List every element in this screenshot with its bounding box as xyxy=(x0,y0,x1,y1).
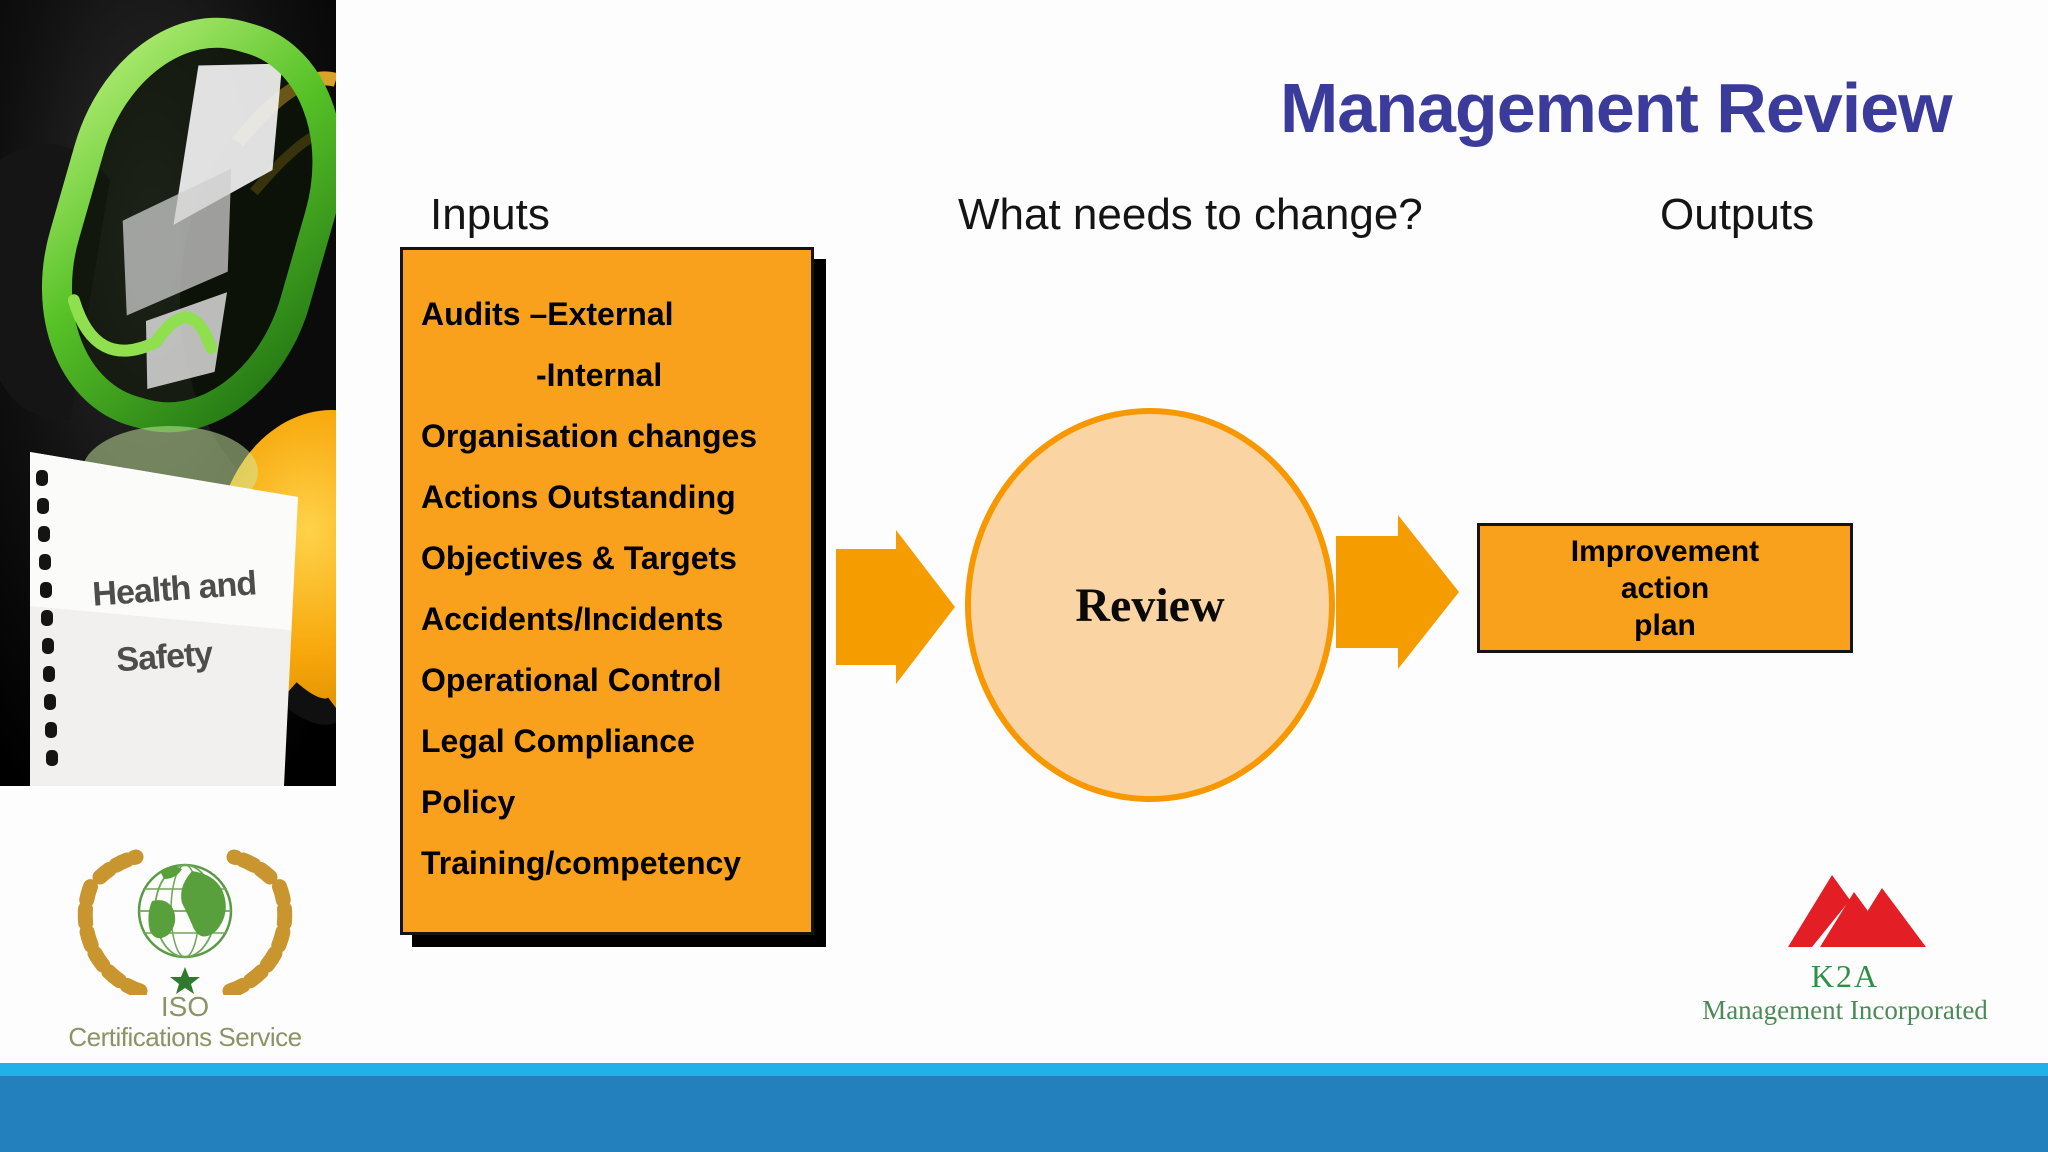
k2a-logo-subtext: Management Incorporated xyxy=(1702,995,1988,1025)
iso-logo-text: ISO xyxy=(160,991,210,1022)
safety-goggles-photo-art: Health and Safety xyxy=(0,0,480,786)
inputs-list-item: Actions Outstanding xyxy=(421,479,736,515)
safety-goggles-icon xyxy=(41,17,343,433)
inputs-list-item: Audits –External xyxy=(421,296,674,332)
inputs-list-item: Training/competency xyxy=(421,845,742,881)
inputs-list-item: Organisation changes xyxy=(421,418,758,454)
iso-globe-wreath-icon xyxy=(77,849,293,999)
improvement-action-plan-box: Improvement action plan xyxy=(1477,523,1853,653)
inputs-list: Audits –External -Internal Organisation … xyxy=(403,250,811,894)
footer-bar-accent xyxy=(0,1063,2048,1076)
change-column-header: What needs to change? xyxy=(958,190,1423,239)
inputs-list-item: Accidents/Incidents xyxy=(421,601,724,637)
inputs-list-box: Audits –External -Internal Organisation … xyxy=(400,247,814,935)
iso-logo-subtext: Certifications Service xyxy=(68,1022,302,1052)
page-title: Management Review xyxy=(1280,69,1953,147)
inputs-list-item: Policy xyxy=(421,784,516,820)
review-label: Review xyxy=(1075,578,1225,632)
photo-caption-line2: Safety xyxy=(115,635,215,680)
improvement-line: plan xyxy=(1634,608,1696,642)
flow-arrow-icon xyxy=(836,530,955,684)
inputs-list-item: -Internal xyxy=(536,357,663,393)
flow-arrow-icon xyxy=(1336,515,1459,669)
k2a-logo: K2A Management Incorporated xyxy=(1680,862,2010,1032)
inputs-column-header: Inputs xyxy=(430,190,550,239)
improvement-line: Improvement xyxy=(1570,534,1760,568)
inputs-list-item: Operational Control xyxy=(421,662,722,698)
notebook-paper: Health and Safety xyxy=(30,452,298,786)
footer-bar xyxy=(0,1076,2048,1152)
k2a-mountain-icon xyxy=(1788,875,1926,947)
inputs-list-item: Legal Compliance xyxy=(421,723,695,759)
star-icon xyxy=(170,967,200,994)
iso-certifications-logo: ISO Certifications Service xyxy=(40,845,330,1052)
outputs-column-header: Outputs xyxy=(1660,190,1815,239)
health-and-safety-photo: Health and Safety xyxy=(0,0,480,786)
inputs-list-item: Objectives & Targets xyxy=(421,540,737,576)
improvement-line: action xyxy=(1620,571,1710,605)
k2a-logo-text: K2A xyxy=(1810,958,1880,994)
review-circle: Review xyxy=(965,408,1335,802)
